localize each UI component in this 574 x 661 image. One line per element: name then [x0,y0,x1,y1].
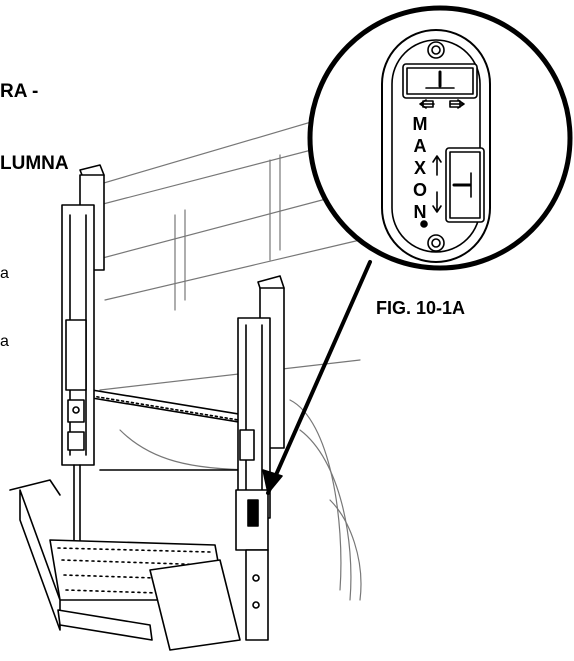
figure-label: FIG. 10-1A [376,298,466,318]
lift-deck [9,389,276,651]
right-column [235,275,285,641]
side-text-1: a [0,265,9,282]
section-heading: RA - LUMNA [0,32,69,200]
logo-letter-2: A [414,136,427,156]
logo-letter-4: O [413,180,427,200]
maxon-logo: M A X O N [413,114,428,222]
control-switch-callout [307,5,573,271]
side-text-2: a [0,333,9,350]
left-column [61,164,105,541]
truck-frame [79,114,362,601]
logo-letter-3: X [414,158,426,178]
heading-line-2: LUMNA [0,153,69,174]
callout-arrow [266,260,372,495]
logo-letter-1: M [413,114,428,134]
logo-letter-5: N [414,202,427,222]
heading-line-1: RA - [0,81,39,102]
